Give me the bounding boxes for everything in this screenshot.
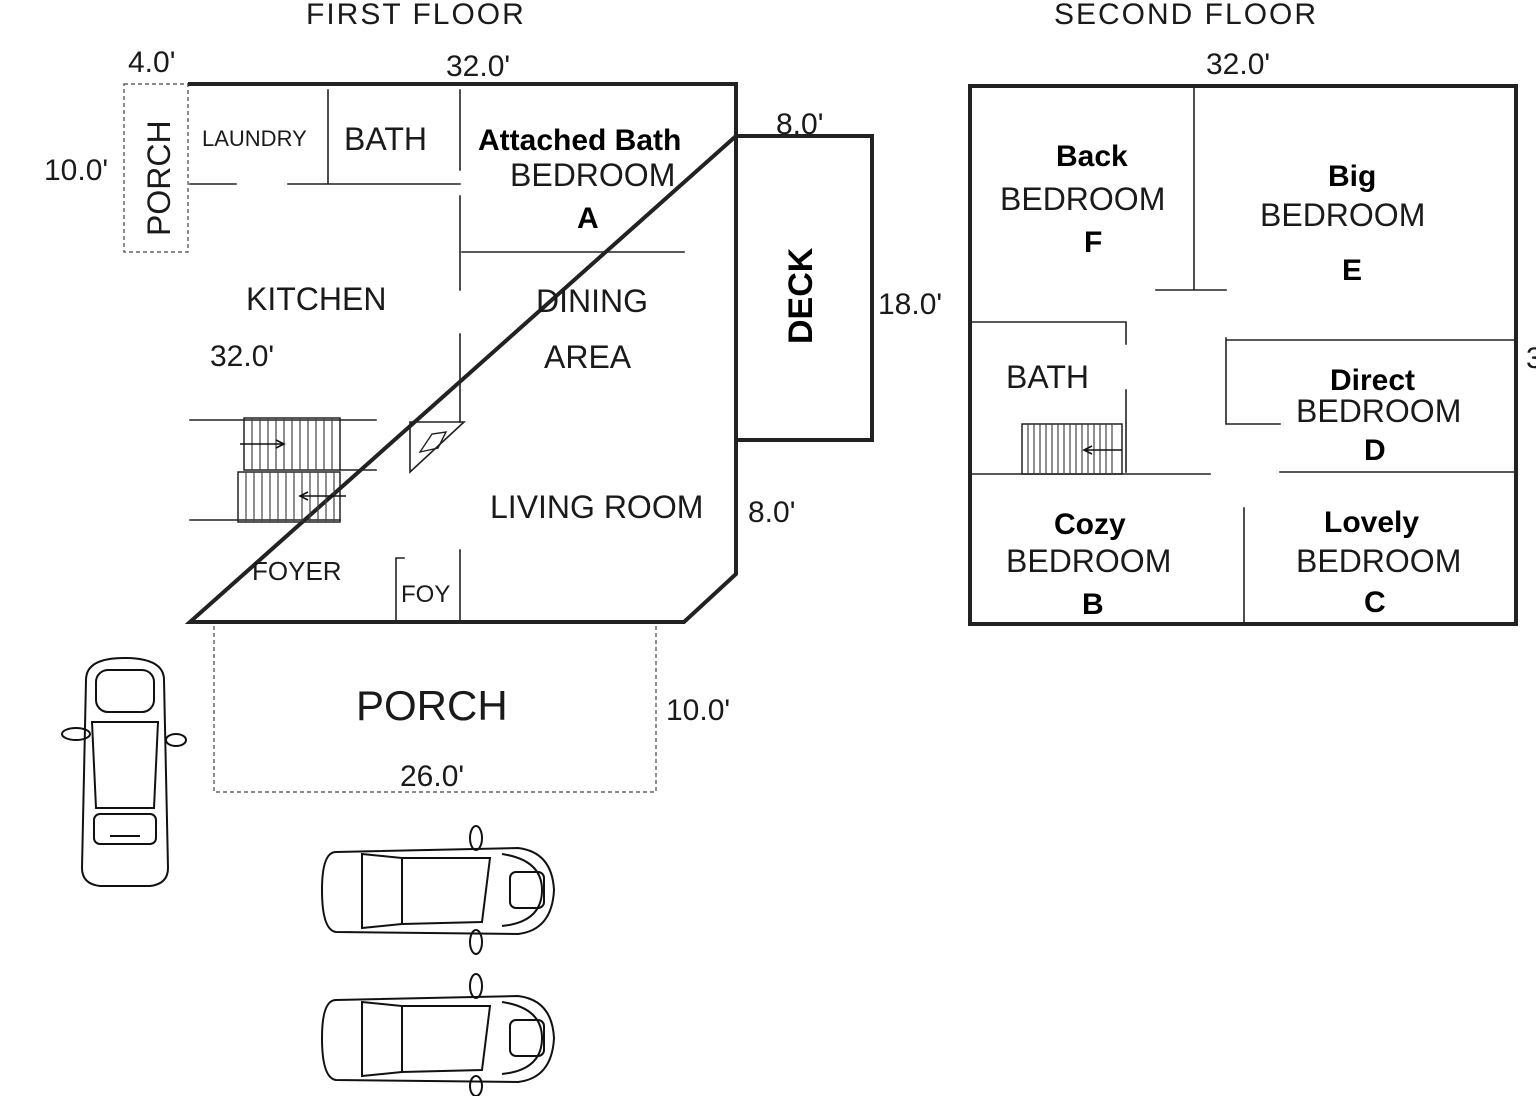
- deck-label: DECK: [782, 247, 820, 344]
- side-porch-width-dimension: 4.0': [128, 46, 175, 79]
- bedroom-c-letter: C: [1364, 586, 1386, 619]
- fireplace-icon: [409, 421, 467, 474]
- bedroom-e-letter: E: [1342, 254, 1362, 287]
- car-icon: [61, 656, 187, 887]
- first-floor-bath-label: BATH: [344, 121, 427, 157]
- bedroom-b-type: BEDROOM: [1006, 543, 1171, 579]
- bedroom-d-letter: D: [1364, 434, 1386, 467]
- stairs-icon: [237, 417, 346, 523]
- first-floor: FIRST FLOOR 32.0' 4.0' 10.0' PORCH LAUND…: [44, 0, 942, 793]
- bedroom-f-name: Back: [1056, 140, 1128, 173]
- car-icon: [320, 825, 556, 955]
- car-icon: [320, 973, 556, 1096]
- dining-label-line1: DINING: [536, 283, 648, 319]
- bedroom-f-type: BEDROOM: [1000, 181, 1165, 217]
- foyer-label: FOYER: [252, 556, 342, 586]
- bedroom-a-name: Attached Bath: [478, 124, 681, 157]
- bedroom-a-type: BEDROOM: [510, 157, 675, 193]
- kitchen-dimension: 32.0': [210, 340, 274, 373]
- kitchen-label: KITCHEN: [246, 281, 386, 317]
- side-wall-dimension: 8.0': [748, 496, 795, 529]
- dining-label-line2: AREA: [544, 339, 632, 375]
- first-floor-title: FIRST FLOOR: [306, 0, 526, 31]
- foy-label: FOY: [401, 581, 450, 608]
- second-floor-bath-label: BATH: [1006, 359, 1089, 395]
- bedroom-b-name: Cozy: [1054, 508, 1126, 541]
- bedroom-f-letter: F: [1084, 226, 1102, 259]
- first-floor-width-dimension: 32.0': [446, 50, 510, 83]
- second-floor-right-dimension: 3: [1526, 342, 1536, 375]
- front-porch-outline: [213, 626, 657, 793]
- deck-width-dimension: 8.0': [776, 108, 823, 141]
- side-porch-height-dimension: 10.0': [44, 154, 108, 187]
- bedroom-e-name: Big: [1328, 160, 1376, 193]
- bedroom-d-type: BEDROOM: [1296, 393, 1461, 429]
- front-porch-width: 26.0': [400, 760, 464, 793]
- stairs-icon: [1021, 423, 1123, 475]
- second-floor: SECOND FLOOR 32.0' 3 Back BEDROOM F Big …: [968, 0, 1536, 626]
- bedroom-b-letter: B: [1082, 588, 1104, 621]
- living-room-label: LIVING ROOM: [490, 489, 703, 525]
- front-porch-depth: 10.0': [666, 694, 730, 727]
- bedroom-e-type: BEDROOM: [1260, 197, 1425, 233]
- deck-length-dimension: 18.0': [878, 288, 942, 321]
- side-porch-label: PORCH: [141, 120, 177, 236]
- bedroom-c-name: Lovely: [1324, 506, 1419, 539]
- first-floor-interior-walls: [189, 89, 685, 623]
- front-porch-label: PORCH: [356, 682, 508, 729]
- second-floor-outer-wall: [968, 84, 1518, 626]
- second-floor-width-dimension: 32.0': [1206, 48, 1270, 81]
- bedroom-d-name: Direct: [1330, 364, 1415, 397]
- second-floor-title: SECOND FLOOR: [1054, 0, 1318, 31]
- first-floor-outer-wall: [184, 82, 874, 624]
- laundry-label: LAUNDRY: [202, 126, 307, 151]
- bedroom-c-type: BEDROOM: [1296, 543, 1461, 579]
- side-porch-outline: [123, 83, 189, 253]
- bedroom-a-letter: A: [577, 202, 599, 235]
